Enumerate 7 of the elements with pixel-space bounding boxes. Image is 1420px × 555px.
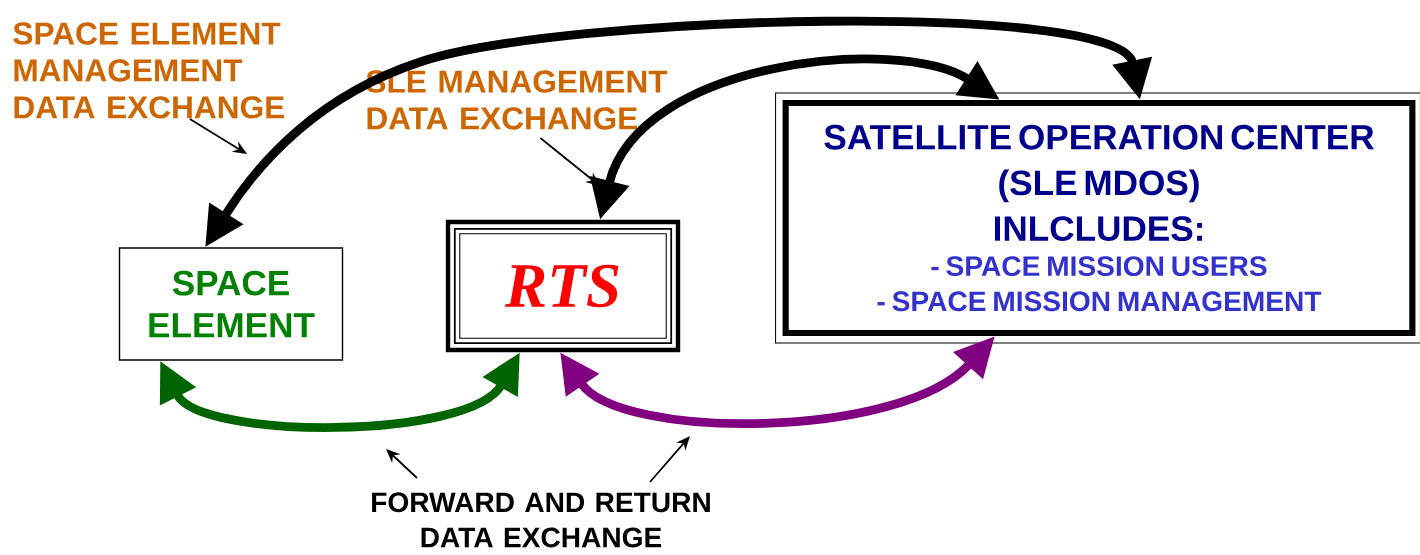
leader-line [386, 449, 418, 479]
rts-box: RTS [445, 219, 681, 353]
leader-line [649, 436, 690, 483]
note-text: SPACE ELEMENT MANAGEMENT DATA EXCHANGE [13, 22, 285, 119]
operation-center-box: SATELLITE OPERATION CENTER (SLE MDOS) INLCLUDES: - SPACE MISSION USERS - SPACE MISSION MANAGEMENT [775, 92, 1420, 344]
note-text: FORWARD AND RETURN DATA EXCHANGE [372, 492, 710, 548]
space-element-box: SPACE ELEMENT [118, 247, 344, 361]
